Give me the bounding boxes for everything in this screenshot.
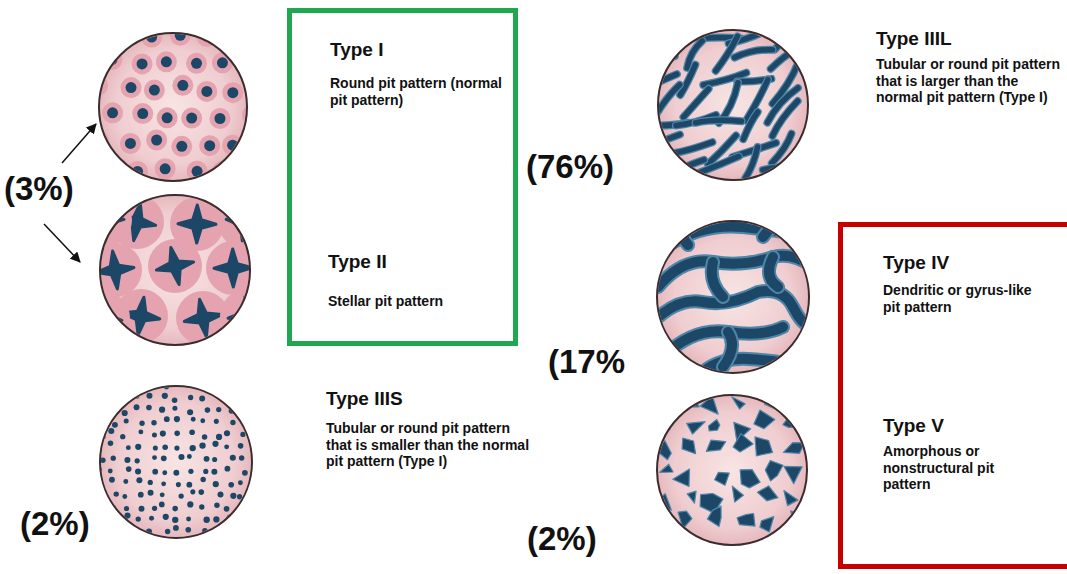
- mucosa-circle: [99, 33, 247, 181]
- percentage-label: (3%): [4, 170, 74, 209]
- pit-group: [651, 387, 806, 532]
- circle-outline: [657, 395, 807, 545]
- pit-group: [653, 212, 813, 382]
- percentage-label: (76%): [526, 148, 614, 187]
- mucosa-circle: [658, 30, 808, 180]
- type-description: Round pit pattern (normal pit pattern): [330, 75, 505, 108]
- type-heading: Type IIIS: [326, 388, 403, 410]
- type-description: Tubular or round pit pattern that is lar…: [876, 56, 1064, 106]
- pit-group: [87, 22, 263, 183]
- percentage-label: (17%: [548, 343, 625, 382]
- circle-outline: [100, 386, 252, 538]
- leader-arrow: [62, 124, 96, 163]
- type-description: Amorphous or nonstructural pit pattern: [883, 443, 1001, 493]
- percentage-label: (2%): [527, 520, 597, 559]
- type-heading: Type V: [883, 415, 944, 437]
- circle-outline: [657, 221, 809, 373]
- circle-outline: [658, 30, 808, 180]
- pit-group: [76, 193, 274, 345]
- type-description: Dendritic or gyrus-like pit pattern: [883, 282, 1051, 315]
- circle-outline: [100, 195, 250, 345]
- percentage-label: (2%): [20, 505, 90, 544]
- mucosa-circle: [657, 395, 807, 545]
- red-group-box: Type IV Dendritic or gyrus-like pit patte…: [838, 222, 1067, 569]
- type-heading: Type I: [330, 39, 384, 61]
- green-group-box: Type I Round pit pattern (normal pit patt…: [287, 8, 518, 346]
- type-description: Stellar pit pattern: [328, 293, 503, 310]
- circle-outline: [99, 33, 247, 181]
- type-heading: Type IIIL: [876, 28, 952, 50]
- mucosa-circle: [100, 386, 252, 538]
- leader-arrow: [44, 224, 80, 262]
- pit-pattern-circles: [76, 22, 813, 545]
- type-heading: Type II: [328, 251, 387, 273]
- type-heading: Type IV: [883, 252, 949, 274]
- type-description: Tubular or round pit pattern that is sma…: [326, 420, 531, 470]
